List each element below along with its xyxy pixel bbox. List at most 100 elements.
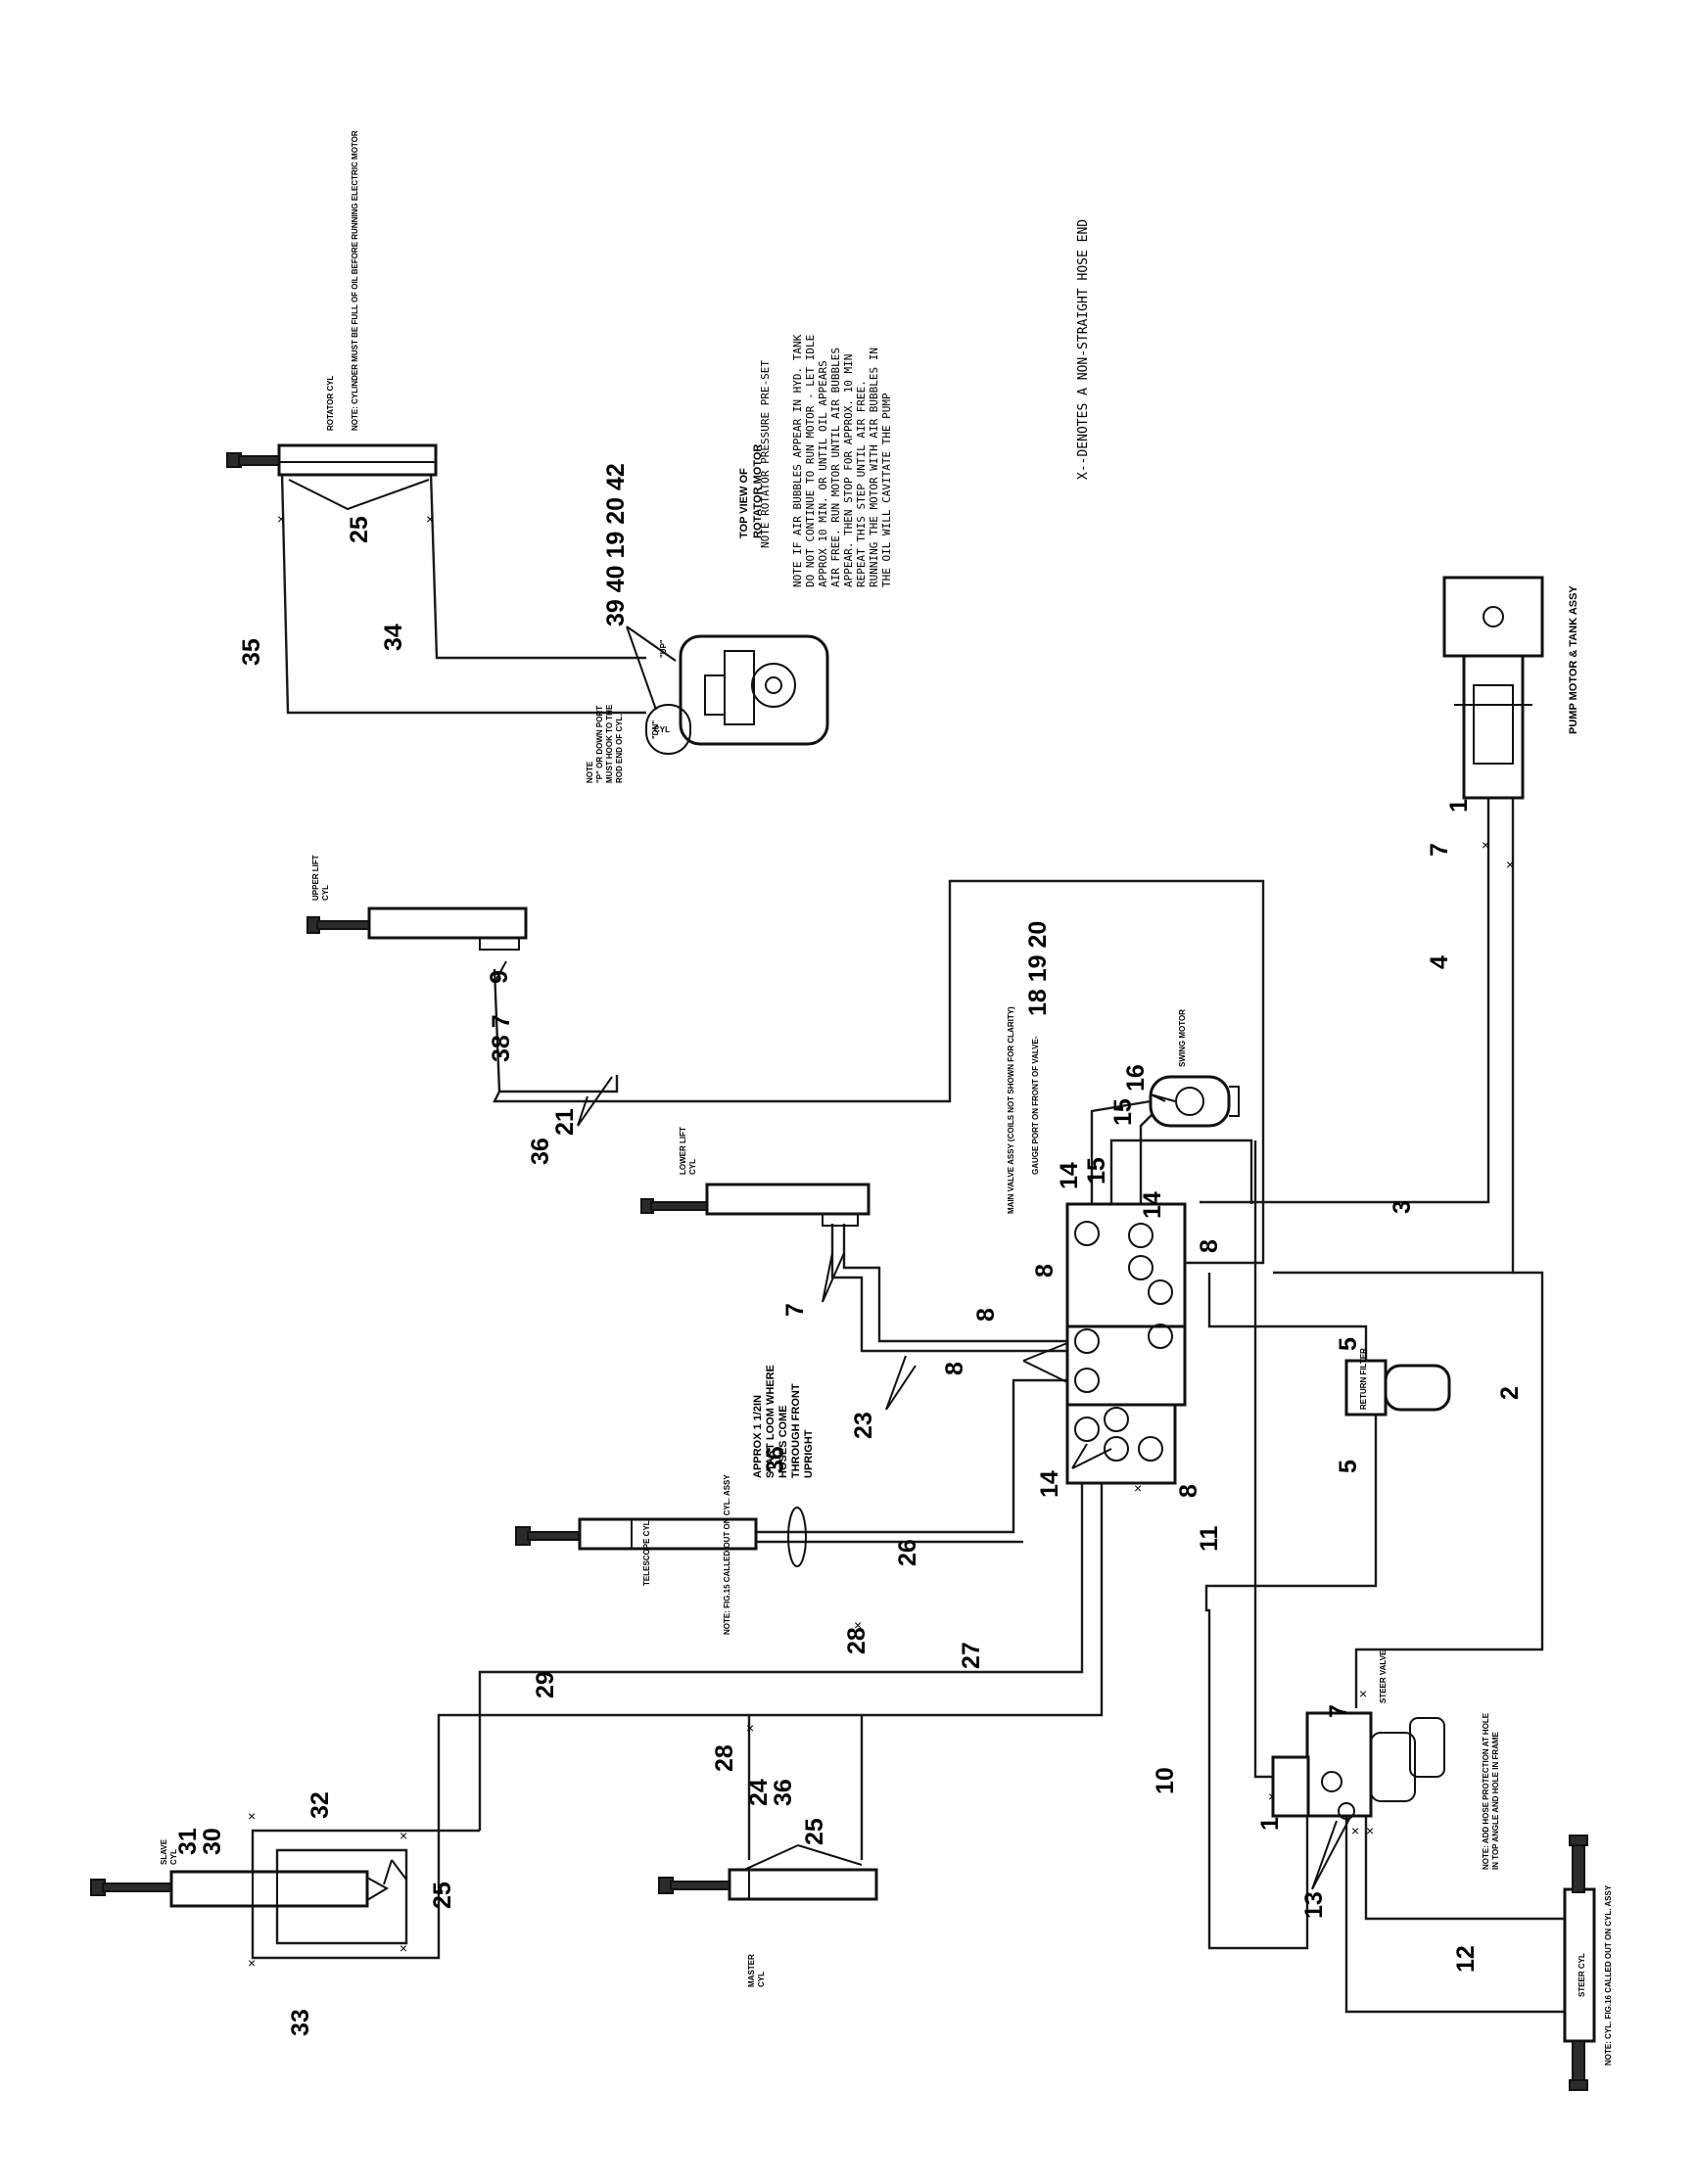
- callout-14-b: 14: [1139, 1191, 1166, 1219]
- callout-31: 31: [174, 1828, 202, 1855]
- svg-text:×: ×: [248, 1808, 256, 1824]
- callout-21: 21: [551, 1108, 579, 1136]
- callout-28-a: 28: [843, 1627, 871, 1654]
- loom-note-2: START LOOM WHERE: [765, 1365, 777, 1478]
- return-filter-text: RETURN FILTER: [1359, 1348, 1368, 1410]
- callout-8-d: 8: [941, 1362, 968, 1375]
- master-label-1: MASTER: [747, 1954, 756, 1987]
- callout-14-a: 14: [1056, 1162, 1083, 1189]
- hose-15-b: [1139, 1110, 1156, 1235]
- slave-cyl-label: SLAVE CYL: [160, 1838, 178, 1865]
- air-note-6: REPEAT THIS STEP UNTIL AIR FREE.: [855, 380, 868, 587]
- telescope-label: TELESCOPE CYL: [642, 1520, 651, 1586]
- callout-5-a: 5: [1335, 1337, 1362, 1351]
- main-valve-assy: [1065, 1202, 1187, 1485]
- svg-text:×: ×: [746, 1720, 754, 1736]
- callout-5-b: 5: [1335, 1460, 1362, 1473]
- steer-valve-note: NOTE: ADD HOSE PROTECTION AT HOLE IN TOP…: [1482, 1712, 1500, 1870]
- callout-38-7: 38 7: [488, 1014, 515, 1062]
- svg-text:×: ×: [1366, 1823, 1374, 1838]
- callout-12: 12: [1452, 1945, 1480, 1973]
- callout-34: 34: [380, 624, 407, 651]
- callout-8-e: 8: [1175, 1484, 1202, 1498]
- callout-25-slave: 25: [429, 1882, 456, 1909]
- hose-11: [1253, 1140, 1273, 1779]
- steer-cyl-note: NOTE: CYL. FIG.16 CALLED OUT ON CYL. ASS…: [1604, 1884, 1613, 2066]
- hose-filter-top: [1207, 1273, 1368, 1361]
- callout-33: 33: [287, 2009, 314, 2036]
- steer-valve: [1271, 1711, 1445, 1820]
- air-note-4: AIR FREE. RUN MOTOR UNTIL AIR BUBBLES: [829, 348, 842, 587]
- callout-35: 35: [238, 638, 265, 666]
- callout-8-c: 8: [972, 1308, 1000, 1322]
- callout-1-pump: 1: [1445, 799, 1473, 813]
- port-note-3: MUST HOOK TO THE: [605, 704, 614, 783]
- hose-lines: [251, 472, 1565, 2014]
- dn-label-text: "DN": [651, 720, 660, 739]
- svg-text:×: ×: [1351, 1823, 1359, 1838]
- hose-15-a: [1090, 1099, 1152, 1219]
- callout-30: 30: [199, 1828, 226, 1855]
- callout-9: 9: [486, 970, 513, 984]
- callout-29: 29: [532, 1671, 559, 1698]
- lower-lift-label-2: CYL: [688, 1159, 697, 1175]
- callout-7-lower: 7: [781, 1303, 809, 1317]
- rotator-cylinder: [226, 443, 438, 477]
- callout-7-steer: 7: [1325, 1704, 1352, 1718]
- air-note-2: DO NOT CONTINUE TO RUN MOTOR - LET IDLE: [804, 335, 817, 587]
- hose-7-23-a: [830, 1224, 1067, 1353]
- callout-36-loom: 36: [762, 1446, 789, 1473]
- pump-motor-text: PUMP MOTOR & TANK ASSY: [1568, 585, 1579, 734]
- steer-note-1: NOTE: ADD HOSE PROTECTION AT HOLE: [1482, 1712, 1490, 1870]
- gauge-port-text: GAUGE PORT ON FRONT OF VALVE-: [1031, 1036, 1040, 1175]
- swing-motor: [1149, 1075, 1240, 1128]
- callout-36-master: 36: [770, 1779, 797, 1806]
- callout-28-b: 28: [711, 1744, 738, 1772]
- port-note-1: NOTE: [586, 761, 594, 783]
- callout-13: 13: [1300, 1891, 1328, 1919]
- slave-cylinder: [90, 1870, 390, 1908]
- upper-lift-label-1: UPPER LIFT: [311, 855, 320, 901]
- rotator-cyl-note: NOTE: CYLINDER MUST BE FULL OF OIL BEFOR…: [351, 130, 359, 431]
- air-note-3: APPROX 10 MIN. OR UNTIL OIL APPEARS: [817, 360, 829, 587]
- lower-lift-label-1: LOWER LIFT: [679, 1127, 687, 1175]
- lower-lift-cylinder: [640, 1183, 871, 1227]
- rotator-cyl-note-text: NOTE: CYLINDER MUST BE FULL OF OIL BEFOR…: [351, 130, 359, 431]
- hose-pump-1: [1486, 798, 1515, 827]
- telescope-cylinder: [515, 1517, 758, 1551]
- master-cylinder: [658, 1868, 878, 1901]
- callout-10: 10: [1152, 1767, 1179, 1794]
- svg-text:×: ×: [1482, 837, 1489, 853]
- telescope-note: NOTE: FIG.15 CALLED OUT ON CYL. ASSY: [723, 1474, 731, 1635]
- slave-label-1: SLAVE: [160, 1838, 168, 1865]
- slave-label-2: CYL: [169, 1849, 178, 1865]
- callout-15-b: 15: [1109, 1098, 1137, 1126]
- air-bubble-note: NOTE IF AIR BUBBLES APPEAR IN HYD. TANK …: [791, 334, 893, 587]
- steer-note-2: IN TOP ANGLE AND HOLE IN FRAME: [1491, 1731, 1500, 1870]
- hose-29: [437, 1483, 1104, 1870]
- rotator-motor: CYL: [645, 634, 829, 755]
- callout-11: 11: [1196, 1525, 1223, 1552]
- hose-7-23-b: [842, 1224, 1067, 1343]
- svg-text:×: ×: [1359, 1686, 1367, 1701]
- svg-text:CYL: CYL: [654, 725, 670, 734]
- master-label-2: CYL: [757, 1972, 766, 1987]
- hose-21-a: [493, 968, 619, 1093]
- svg-text:×: ×: [248, 1955, 256, 1971]
- lower-lift-label: LOWER LIFT CYL: [679, 1127, 697, 1175]
- loom-note: APPROX 1 1/2IN START LOOM WHERE HOSES CO…: [752, 1365, 815, 1478]
- air-note-8: THE OIL WILL CAVITATE THE PUMP: [880, 393, 893, 587]
- callout-25: 25: [346, 516, 373, 543]
- hose-filter-bottom: [1204, 1415, 1378, 1605]
- callout-39-40-19-20-42: 39 40 19 20 42: [602, 463, 630, 627]
- callout-24: 24: [745, 1779, 773, 1806]
- loom-note-3: HOSES COME: [777, 1405, 789, 1478]
- callout-32: 32: [306, 1791, 334, 1819]
- hose-35: [280, 472, 646, 715]
- callout-8-a: 8: [1031, 1264, 1059, 1278]
- port-note-4: ROD END OF CYL.: [615, 714, 624, 783]
- up-label: "UP": [659, 639, 668, 658]
- rotator-motor-title-2: ROTATOR MOTOR: [752, 444, 764, 538]
- telescope-text: TELESCOPE CYL: [642, 1520, 651, 1586]
